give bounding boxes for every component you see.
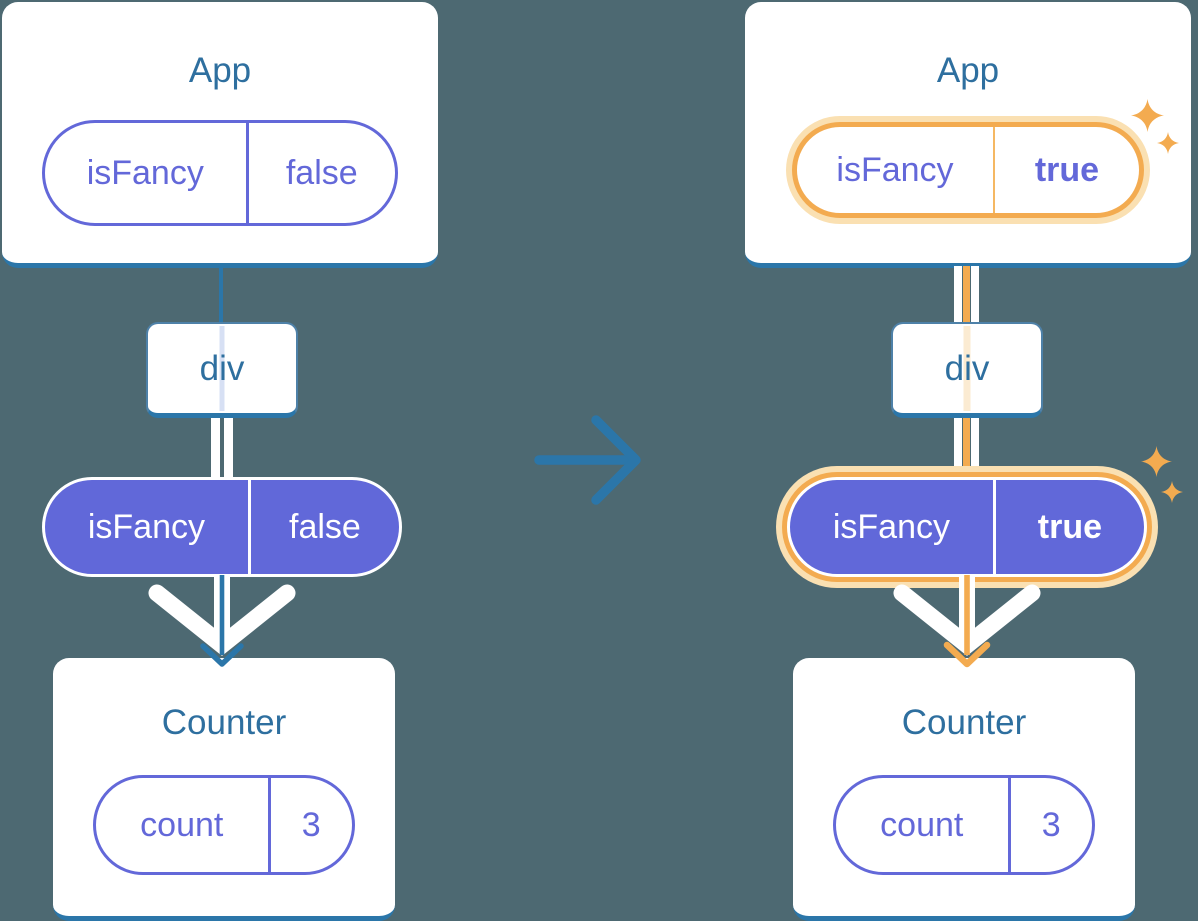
sparkle-icon bbox=[1131, 99, 1164, 132]
div-node: div bbox=[891, 322, 1043, 418]
wire-through-div bbox=[963, 326, 971, 411]
wire-app-to-div bbox=[971, 266, 979, 322]
arrow-right-icon bbox=[534, 415, 641, 505]
prop-key: isFancy bbox=[45, 480, 251, 574]
app-card-title: App bbox=[936, 51, 1000, 90]
counter-card-title: Counter bbox=[901, 703, 1027, 742]
sparkle-icon bbox=[1157, 132, 1179, 154]
wire-app-to-div bbox=[963, 266, 970, 322]
wire-div-to-pill bbox=[963, 418, 970, 472]
sparkle-icon bbox=[1161, 481, 1183, 503]
wire-app-to-div bbox=[954, 266, 962, 322]
state-value: 3 bbox=[1041, 805, 1061, 844]
state-key: count bbox=[836, 778, 1011, 872]
state-value: 3 bbox=[301, 805, 321, 844]
prop-value: false bbox=[289, 507, 361, 546]
app-state-pill-highlighted: isFancy true bbox=[792, 122, 1144, 218]
prop-value: true bbox=[1037, 507, 1103, 546]
arrow-down-icon bbox=[893, 575, 1041, 668]
tree-after: App isFancy true div isFancy true bbox=[745, 0, 1198, 921]
state-key: isFancy bbox=[797, 127, 995, 213]
app-state-pill: isFancy false bbox=[42, 120, 398, 226]
tree-before: App isFancy false div isFancy false Coun… bbox=[0, 0, 442, 921]
wire-app-to-div bbox=[219, 265, 223, 322]
wire-div-to-pill bbox=[224, 418, 233, 477]
counter-card-before: Counter count 3 bbox=[53, 658, 395, 921]
app-card-before: App isFancy false bbox=[2, 2, 438, 268]
state-value: false bbox=[285, 153, 358, 192]
wire-div-to-pill bbox=[211, 418, 220, 477]
state-key: isFancy bbox=[45, 123, 249, 223]
counter-state-pill: count 3 bbox=[833, 775, 1095, 875]
counter-card-after: Counter count 3 bbox=[793, 658, 1135, 921]
state-key: count bbox=[96, 778, 271, 872]
div-node-label: div bbox=[199, 348, 245, 388]
prop-pill: isFancy false bbox=[42, 477, 402, 577]
counter-card-title: Counter bbox=[161, 703, 287, 742]
prop-key: isFancy bbox=[790, 480, 996, 574]
wire-div-to-pill bbox=[971, 418, 979, 472]
sparkle-icon bbox=[1141, 446, 1172, 477]
div-node: div bbox=[146, 322, 298, 418]
div-node-label: div bbox=[944, 348, 990, 388]
arrow-down-icon bbox=[148, 575, 296, 667]
state-value: true bbox=[1034, 150, 1100, 189]
prop-pill-highlighted: isFancy true bbox=[787, 477, 1147, 577]
wire-through-div bbox=[219, 326, 225, 411]
counter-state-pill: count 3 bbox=[93, 775, 355, 875]
wire-div-to-pill bbox=[954, 418, 962, 472]
app-card-title: App bbox=[188, 51, 252, 90]
app-card-after: App isFancy true bbox=[745, 2, 1191, 268]
